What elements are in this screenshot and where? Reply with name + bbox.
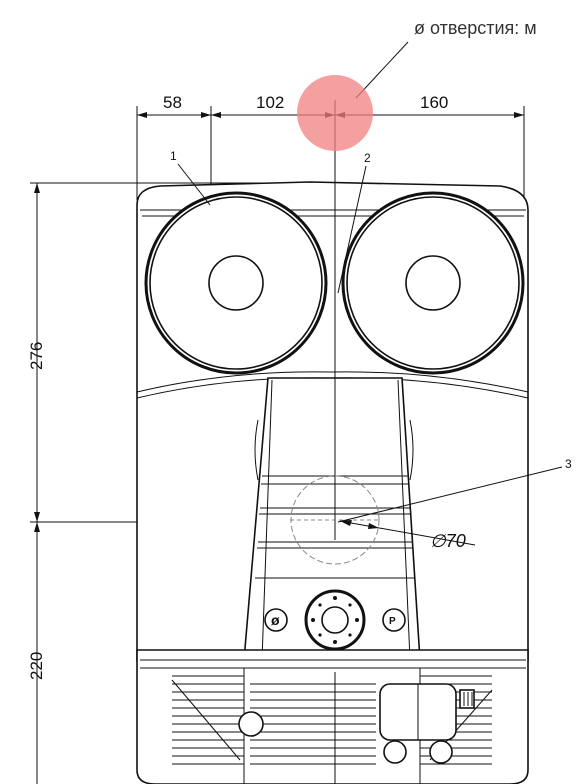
device-body [136, 181, 529, 784]
dim-160: 160 [420, 93, 448, 112]
hint-leader [355, 41, 409, 99]
left-speaker-center [208, 255, 264, 311]
left-dimensions: 276 220 [27, 182, 340, 784]
p-icon: P [389, 616, 396, 627]
dim-102: 102 [256, 93, 284, 112]
cursor-highlight [297, 75, 373, 151]
left-foot-knob [238, 711, 264, 737]
callout-3: 3 [565, 457, 572, 471]
mount-bracket [379, 683, 475, 741]
power-icon: ø [271, 612, 280, 628]
p-button [382, 608, 406, 632]
ventilation-grille [171, 668, 493, 784]
bottom-knob-1 [383, 740, 407, 764]
right-speaker-center [405, 255, 461, 311]
dial-dots [311, 596, 359, 644]
callout-2: 2 [364, 151, 371, 165]
callout-1: 1 [170, 149, 177, 163]
top-dimensions: 58 102 160 [136, 93, 525, 200]
dim-220: 220 [27, 652, 46, 680]
bottom-knob-2 [429, 740, 453, 764]
hole-diameter-hint: ø отверстия: м [414, 18, 537, 38]
diameter-leader [339, 520, 476, 546]
dim-58: 58 [163, 93, 182, 112]
power-button [264, 608, 288, 632]
dim-276: 276 [27, 342, 46, 370]
hole-diameter-label: ∅70 [430, 531, 466, 551]
